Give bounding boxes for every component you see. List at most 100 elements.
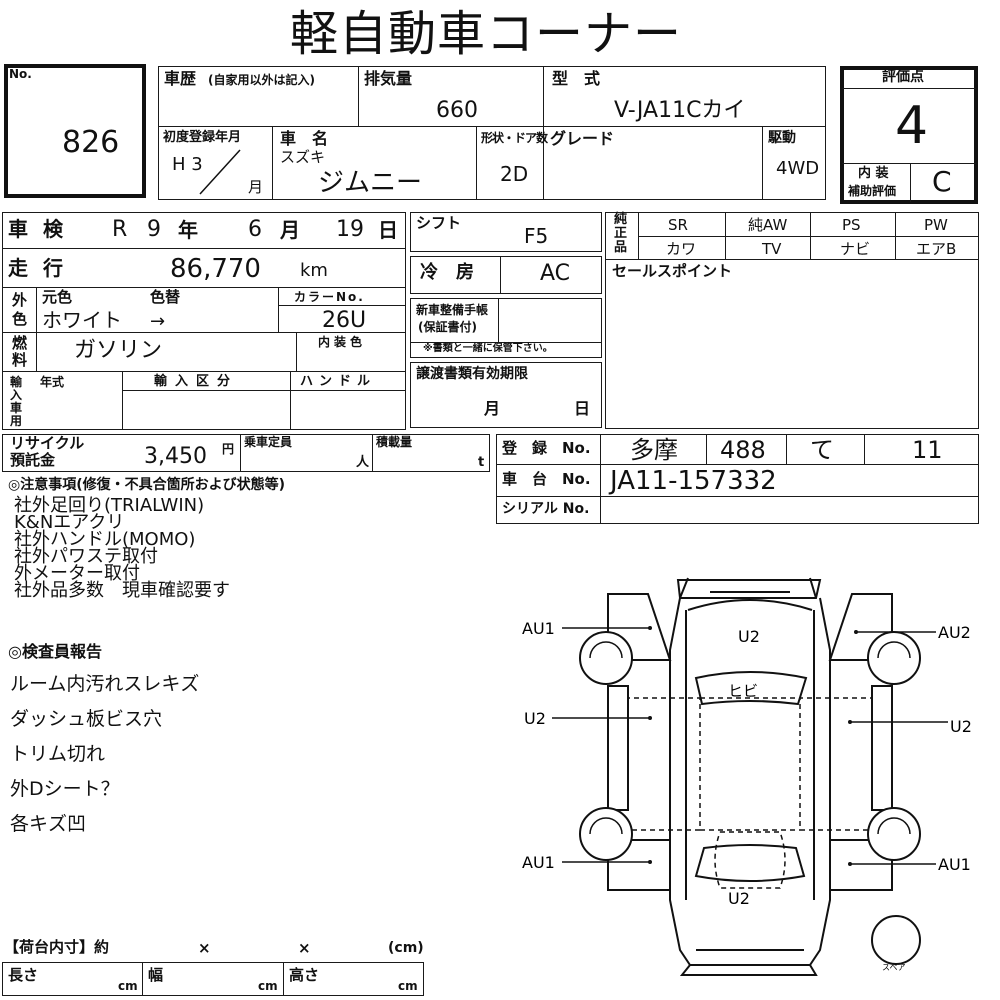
registration-class: 488: [720, 436, 766, 464]
evaluation-label: 評価点: [882, 69, 924, 85]
inspection-day-label: 日: [378, 218, 398, 242]
genuine-item: 純AW: [748, 216, 788, 234]
transfer-day-label: 日: [574, 399, 591, 418]
transfer-box: [410, 362, 602, 428]
lot-box: [4, 64, 146, 198]
cargo-x1: ×: [198, 939, 211, 957]
recycle-unit: 円: [222, 442, 235, 456]
inspection-year: 9: [147, 217, 161, 242]
notes-label: ◎注意事項(修復・不具合箇所および状態等): [8, 477, 286, 493]
orig-color-label: 元色: [42, 288, 73, 306]
damage-label-front-left: AU1: [522, 619, 555, 638]
sales-point-box: [605, 259, 979, 429]
note-line: 社外ハンドル(MOMO): [14, 529, 196, 550]
inspection-era: R: [112, 217, 128, 242]
body-value: 2D: [500, 162, 529, 186]
exterior-label-2: 色: [12, 310, 28, 328]
interior-label-2: 補助評価: [848, 184, 897, 198]
damage-label-mid-right: U2: [950, 717, 972, 736]
cargo-unit: (cm): [388, 940, 424, 956]
genuine-item: PW: [924, 216, 948, 234]
serial-label: シリアル No.: [502, 501, 590, 517]
interior-color-label: 内装色: [318, 335, 367, 349]
genuine-label: 純正品: [614, 212, 628, 255]
genuine-item: SR: [668, 216, 688, 234]
registration-block: [496, 434, 979, 524]
header-row-2: [158, 126, 826, 200]
car-name-label: 車 名: [280, 129, 329, 148]
capacity-label: 乗車定員: [244, 435, 293, 449]
inspection-month: 6: [248, 217, 262, 242]
inspector-line: ルーム内汚れスレキズ: [10, 673, 200, 695]
cargo-height-unit: cm: [398, 979, 418, 993]
maintenance-note: ※書類と一緒に保管下さい。: [423, 343, 553, 354]
car-maker: スズキ: [280, 148, 326, 166]
color-no-label: カラーNo.: [294, 290, 365, 304]
drive-label: 駆動: [768, 130, 796, 146]
damage-label-windshield: ヒビ: [728, 682, 758, 700]
inspection-day: 19: [336, 217, 364, 242]
genuine-item: エアB: [916, 240, 957, 258]
note-line: 社外足回り(TRIALWIN): [14, 495, 205, 516]
first-reg-era: H 3: [172, 154, 203, 175]
color-arrow: →: [150, 311, 166, 332]
history-label: 車歴: [164, 69, 197, 88]
first-reg-slash: [199, 149, 241, 195]
shift-label: シフト: [416, 214, 462, 232]
body-label: 形状・ドア数: [481, 131, 548, 145]
capacity-unit: 人: [356, 455, 370, 470]
registration-label: 登 録 No.: [502, 439, 591, 457]
spare-label: スペア: [882, 963, 905, 972]
recycle-row: [2, 434, 490, 472]
displacement-value: 660: [436, 98, 478, 123]
first-reg-month-label: 月: [248, 178, 264, 196]
maintenance-label-2: (保証書付): [418, 320, 477, 334]
model-value: V-JA11Cカイ: [614, 98, 746, 123]
cargo-label: 【荷台内寸】約: [4, 938, 110, 956]
lot-number: 826: [62, 125, 120, 160]
evaluation-box: [840, 66, 978, 204]
transfer-month-label: 月: [484, 399, 501, 418]
import-handle-label: ハンドル: [300, 374, 377, 389]
cargo-length-label: 長さ: [8, 966, 39, 984]
inspection-year-label: 年: [178, 218, 198, 242]
inspector-line: 各キズ凹: [10, 813, 87, 835]
cargo-table: [2, 962, 424, 996]
note-line: 社外パワステ取付: [14, 546, 158, 567]
damage-label-mid-left: U2: [524, 709, 546, 728]
inspection-label: 車 検: [8, 217, 67, 241]
damage-label-front-right: AU2: [938, 623, 971, 642]
car-name: ジムニー: [318, 168, 423, 198]
displacement-label: 排気量: [364, 69, 413, 88]
exterior-label-1: 外: [12, 291, 28, 309]
fuel-label-2: 料: [12, 351, 28, 369]
note-line: 外メーター取付: [14, 563, 140, 584]
shift-box: [410, 212, 602, 252]
fuel-value: ガソリン: [74, 338, 163, 363]
genuine-item: TV: [762, 240, 782, 258]
sales-point-label: セールスポイント: [612, 262, 733, 280]
drive-value: 4WD: [776, 158, 820, 179]
interior-label-1: 内 装: [858, 166, 889, 181]
load-unit: t: [478, 455, 485, 470]
registration-number: 11: [912, 436, 943, 464]
inspector-line: 外Dシート？: [10, 778, 120, 800]
note-line: K&Nエアクリ: [14, 512, 125, 533]
cargo-x2: ×: [298, 939, 311, 957]
first-reg-label: 初度登録年月: [163, 130, 242, 145]
import-year-label: 年式: [40, 375, 65, 389]
import-kubun-label: 輸入区分: [154, 374, 239, 389]
page-title: 軽自動車コーナー: [290, 6, 683, 62]
recycle-value: 3,450: [144, 444, 207, 469]
grade-label: グレード: [550, 129, 615, 148]
chassis-value: JA11-157332: [610, 466, 777, 496]
genuine-item: PS: [842, 216, 861, 234]
shift-value: F5: [524, 224, 549, 248]
inspector-line: トリム切れ: [10, 743, 106, 765]
chassis-label: 車 台 No.: [502, 470, 591, 488]
model-label: 型 式: [552, 69, 601, 88]
ac-value: AC: [540, 261, 571, 286]
evaluation-score: 4: [895, 96, 929, 156]
cargo-height-label: 高さ: [289, 966, 320, 984]
import-label: 輸入車用: [10, 375, 23, 428]
